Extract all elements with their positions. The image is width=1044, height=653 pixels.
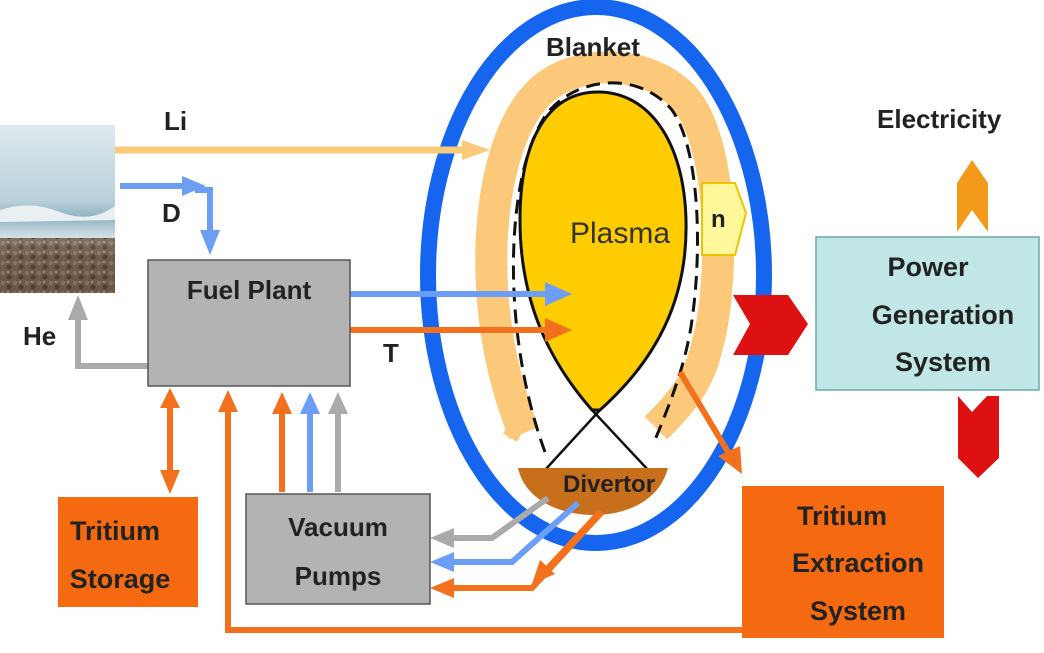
divertor-shape — [518, 468, 668, 515]
pump-return-arrows — [272, 392, 348, 492]
tritium-extraction-box: Tritium Extraction System — [742, 486, 944, 638]
power-generation-line3: System — [895, 347, 991, 377]
plasma-label: Plasma — [570, 217, 670, 250]
power-generation-line2: Generation — [872, 300, 1015, 330]
neutron-label: n — [711, 206, 726, 233]
lithium-label: Li — [164, 106, 187, 136]
tritium-extraction-line2: Extraction — [792, 548, 924, 578]
vacuum-pumps-line2: Pumps — [295, 561, 382, 591]
separatrix-leg-right — [591, 409, 651, 473]
first-wall-dashed — [512, 81, 699, 453]
deuterium-injection-arrow — [350, 282, 572, 306]
storage-exchange-arrow — [160, 388, 180, 494]
tritium-storage-line1: Tritium — [70, 516, 160, 546]
divertor-exhaust-arrows — [430, 495, 605, 598]
power-generation-line1: Power — [887, 252, 969, 282]
helium-label: He — [23, 321, 56, 351]
heat-arrow — [733, 295, 808, 355]
lithium-arrow — [115, 140, 490, 160]
tritium-injection-arrow — [350, 318, 572, 342]
power-generation-box: Power Generation System — [815, 236, 1040, 391]
tritium-extraction-line1: Tritium — [797, 501, 887, 531]
tritium-storage-line2: Storage — [70, 564, 171, 594]
seaside-photo — [0, 125, 115, 293]
separatrix-leg-left — [544, 409, 601, 471]
helium-return-arrow — [68, 295, 148, 369]
electricity-down-arrow — [958, 396, 999, 478]
vacuum-pumps-box: Vacuum Pumps — [245, 493, 431, 605]
fuel-plant-box: Fuel Plant — [147, 259, 351, 387]
neutron-tag — [701, 182, 748, 256]
tritium-extraction-line3: System — [810, 596, 906, 626]
deuterium-label: D — [162, 198, 181, 228]
blanket-hook-left — [503, 416, 527, 442]
blanket-label: Blanket — [546, 32, 640, 62]
extraction-return-arrow — [218, 390, 742, 633]
fuel-plant-label: Fuel Plant — [187, 275, 312, 305]
vessel-ring — [420, 0, 772, 551]
blanket-hook-right — [649, 406, 678, 436]
deuterium-intake-arrow — [120, 176, 220, 255]
divertor-label: Divertor — [563, 471, 655, 498]
electricity-up-arrow — [957, 160, 988, 232]
blanket-to-extraction-arrow — [677, 370, 742, 474]
tritium-storage-box: Tritium Storage — [58, 497, 198, 607]
vacuum-pumps-line1: Vacuum — [288, 512, 388, 542]
electricity-label: Electricity — [877, 104, 1002, 134]
plasma-shape — [518, 90, 688, 412]
tritium-label: T — [383, 338, 399, 368]
blanket-shape — [475, 51, 735, 440]
